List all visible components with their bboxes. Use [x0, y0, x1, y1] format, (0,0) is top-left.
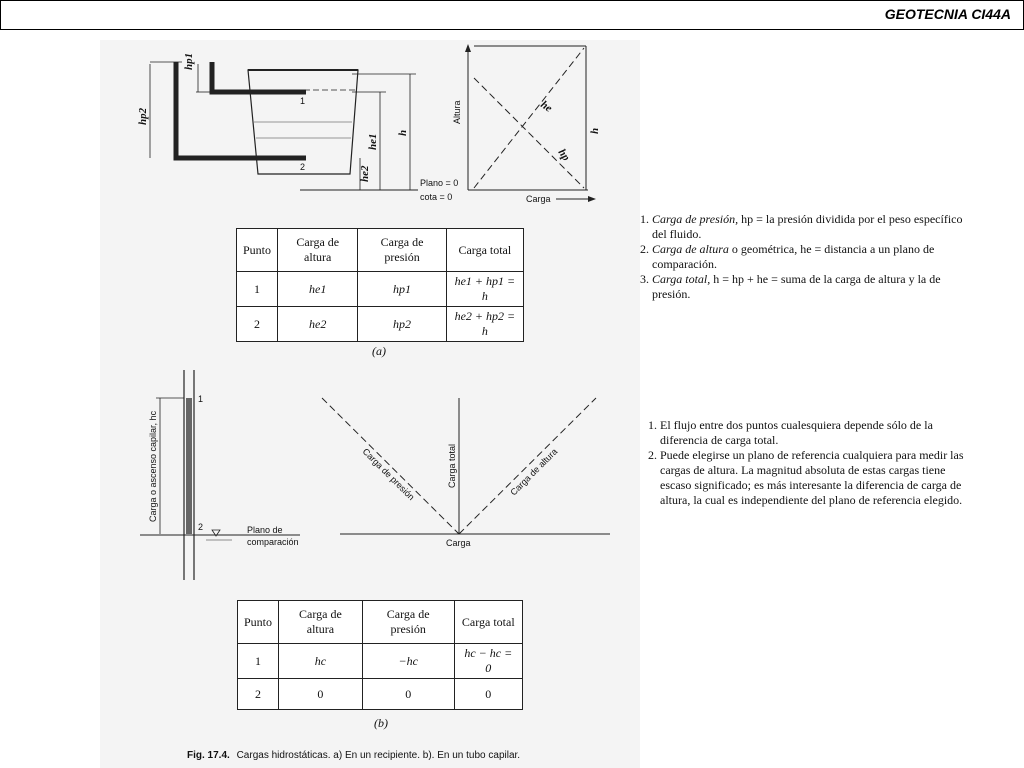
table-b-header: Punto	[236, 600, 280, 644]
caption-b: (b)	[374, 716, 388, 730]
label-point-1: 1	[300, 96, 305, 106]
table-a-header: Carga de altura	[277, 228, 359, 272]
label-carga-presion: Carga de presión	[361, 446, 417, 502]
notes-a: Carga de presión, hp = la presión dividi…	[636, 212, 978, 302]
table-b-header: Carga de altura	[278, 600, 363, 644]
note-b-2: Puede elegirse un plano de referencia cu…	[660, 448, 978, 508]
note-b-1: El flujo entre dos puntos cualesquiera d…	[660, 418, 978, 448]
figure-caption-text: Cargas hidrostáticas. a) En un recipient…	[236, 750, 521, 761]
label-comparacion: comparación	[247, 537, 299, 547]
label-cota: cota = 0	[420, 192, 452, 202]
table-row: 1 hc −hc hc − hc = 0	[236, 643, 524, 679]
label-carga-b: Carga	[446, 538, 471, 548]
figure-number: Fig. 17.4.	[187, 750, 230, 761]
label-altura: Altura	[452, 100, 462, 124]
table-a-header: Carga de presión	[357, 228, 447, 272]
document-title: GEOTECNIA CI44A	[884, 6, 1011, 22]
label-carga-altura: Carga de altura	[508, 446, 559, 497]
caption-a: (a)	[372, 344, 386, 358]
label-hp2: hp2	[137, 107, 149, 125]
label-hp1: hp1	[183, 53, 195, 70]
table-b-header: Carga total	[453, 600, 524, 644]
label-he1: he1	[367, 134, 379, 151]
table-a: Punto Carga de altura Carga de presión C…	[235, 228, 525, 342]
table-row: 2 0 0 0	[236, 678, 524, 710]
label-point-2: 2	[300, 162, 305, 172]
header-bar: GEOTECNIA CI44A	[0, 0, 1024, 30]
notes-b: El flujo entre dos puntos cualesquiera d…	[644, 418, 978, 508]
note-a-1: Carga de presión, hp = la presión dividi…	[652, 212, 978, 242]
note-a-3: Carga total, h = hp + he = suma de la ca…	[652, 272, 978, 302]
table-row: 2 he2 hp2 he2 + hp2 = h	[235, 306, 525, 342]
label-plano-de: Plano de	[247, 525, 283, 535]
label-h-graph: h	[589, 128, 601, 134]
label-carga-total: Carga total	[447, 444, 457, 488]
label-carga-a: Carga	[526, 194, 551, 204]
table-b: Punto Carga de altura Carga de presión C…	[236, 600, 524, 710]
label-point-2-b: 2	[198, 522, 203, 532]
table-row: 1 he1 hp1 he1 + hp1 = h	[235, 271, 525, 307]
note-a-2: Carga de altura o geométrica, he = dista…	[652, 242, 978, 272]
label-he2: he2	[359, 165, 371, 182]
label-h: h	[397, 130, 409, 136]
table-b-header: Carga de presión	[361, 600, 455, 644]
figure-caption: Fig. 17.4. Cargas hidrostáticas. a) En u…	[187, 750, 520, 761]
label-plano: Plano = 0	[420, 178, 458, 188]
label-point-1-b: 1	[198, 394, 203, 404]
label-ascenso-capilar: Carga o ascenso capilar, hc	[148, 410, 158, 522]
